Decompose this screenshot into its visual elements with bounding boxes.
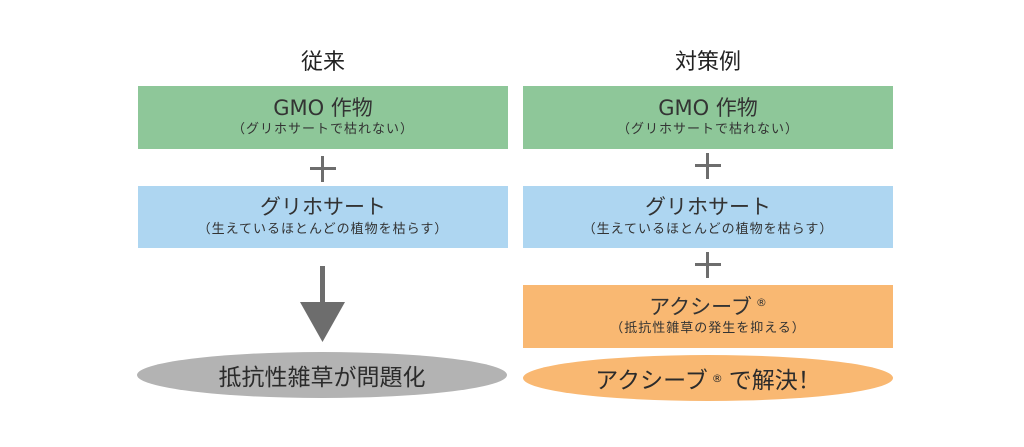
right-plus-icon-1 xyxy=(695,153,721,179)
right-result-ellipse: アクシーブ® で解決！ xyxy=(523,355,893,401)
right-result-name: アクシーブ xyxy=(595,368,708,394)
right-axiv-box: アクシーブ® （抵抗性雑草の発生を抑える） xyxy=(523,285,893,348)
right-axiv-subtitle: （抵抗性雑草の発生を抑える） xyxy=(610,321,806,336)
left-result-ellipse: 抵抗性雑草が問題化 xyxy=(137,352,507,398)
right-axiv-title: アクシーブ® xyxy=(649,295,767,320)
left-gmo-title: GMO 作物 xyxy=(273,95,373,120)
right-result-registered-mark: ® xyxy=(711,371,723,385)
down-arrow-icon xyxy=(300,266,345,342)
right-glyphosate-subtitle: （生えているほとんどの植物を枯らす） xyxy=(582,221,834,237)
right-gmo-box: GMO 作物 （グリホサートで枯れない） xyxy=(523,86,893,149)
left-glyphosate-subtitle: （生えているほとんどの植物を枯らす） xyxy=(197,221,449,237)
right-heading: 対策例 xyxy=(674,50,741,75)
right-result-suffix: で解決！ xyxy=(728,368,821,394)
left-glyphosate-box: グリホサート （生えているほとんどの植物を枯らす） xyxy=(138,186,508,248)
right-gmo-subtitle: （グリホサートで枯れない） xyxy=(616,122,799,137)
right-glyphosate-title: グリホサート xyxy=(645,195,771,220)
left-glyphosate-title: グリホサート xyxy=(260,195,386,220)
registered-mark: ® xyxy=(755,295,767,309)
left-heading: 従来 xyxy=(300,50,345,75)
left-gmo-subtitle: （グリホサートで枯れない） xyxy=(231,122,414,137)
left-gmo-box: GMO 作物 （グリホサートで枯れない） xyxy=(138,86,508,149)
right-glyphosate-box: グリホサート （生えているほとんどの植物を枯らす） xyxy=(523,186,893,248)
right-axiv-name: アクシーブ xyxy=(649,294,752,319)
right-gmo-title: GMO 作物 xyxy=(658,95,758,120)
left-plus-icon xyxy=(310,156,336,182)
left-result-text: 抵抗性雑草が問題化 xyxy=(218,365,426,391)
right-plus-icon-2 xyxy=(695,252,721,278)
